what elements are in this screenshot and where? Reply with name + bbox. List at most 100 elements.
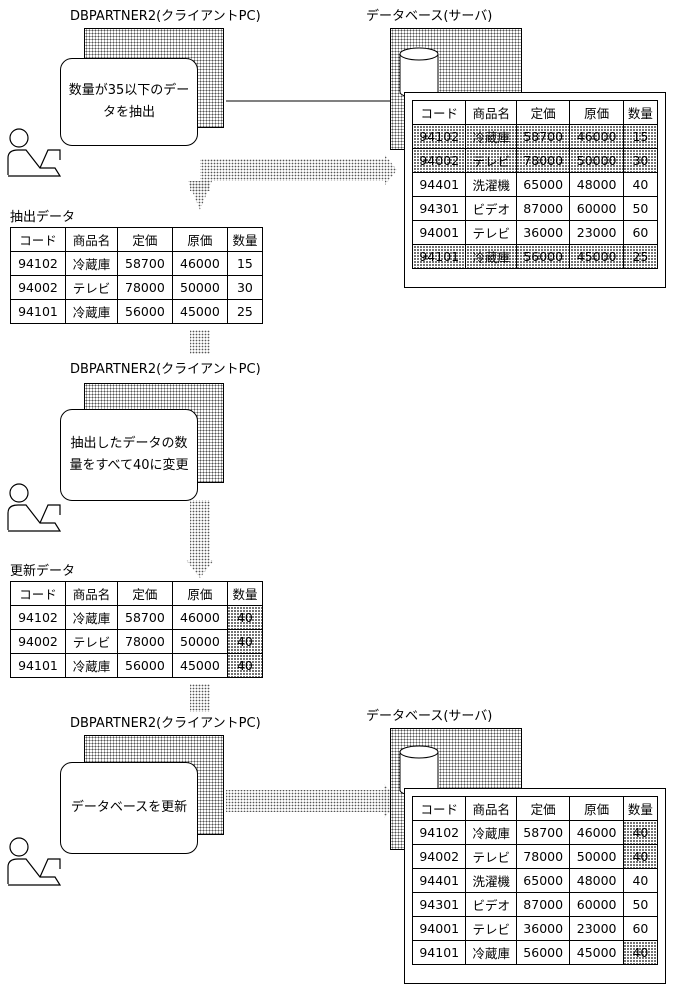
updated-title: 更新データ: [10, 564, 76, 579]
table-cell: 56000: [116, 299, 173, 324]
table-cell: 40: [622, 844, 659, 869]
table-cell: 48000: [569, 172, 624, 197]
table-header-row: コード商品名定価原価数量: [411, 100, 659, 125]
table-cell: 94401: [411, 868, 467, 893]
table-cell: 50000: [171, 629, 228, 654]
table-cell: 23000: [569, 220, 624, 245]
table-cell: 78000: [515, 844, 571, 869]
table-cell: 60000: [569, 196, 624, 221]
server-label-2: データベース(サーバ): [366, 709, 493, 724]
table-cell: 40: [622, 868, 659, 893]
table-cell: 冷蔵庫: [64, 605, 118, 630]
table-cell: 冷蔵庫: [64, 299, 118, 324]
column-header: コード: [411, 796, 467, 821]
client-label-3: DBPARTNER2(クライアントPC): [70, 716, 261, 731]
table-cell: 36000: [515, 916, 571, 941]
table-cell: テレビ: [64, 629, 118, 654]
table-cell: 23000: [569, 916, 624, 941]
table-cell: 87000: [515, 892, 571, 917]
table-cell: 洗濯機: [465, 172, 517, 197]
table-cell: 94101: [10, 299, 66, 324]
table-cell: 洗濯機: [465, 868, 517, 893]
table-cell: 58700: [116, 605, 173, 630]
table-cell: テレビ: [465, 148, 517, 173]
table-cell: 94101: [411, 940, 467, 965]
table-header-row: コード商品名定価原価数量: [10, 227, 264, 252]
flow-band-2: [190, 500, 210, 560]
table-cell: 冷蔵庫: [64, 251, 118, 276]
table-cell: 94002: [411, 844, 467, 869]
table-cell: 冷蔵庫: [465, 124, 517, 149]
table-cell: 94101: [10, 653, 66, 678]
column-header: 定価: [515, 796, 571, 821]
column-header: 数量: [226, 227, 264, 252]
table-cell: テレビ: [465, 916, 517, 941]
flow-band-3: [190, 684, 210, 712]
column-header: コード: [10, 581, 66, 606]
table-cell: 94102: [10, 251, 66, 276]
column-header: 数量: [622, 100, 659, 125]
table-cell: 60000: [569, 892, 624, 917]
table-cell: 36000: [515, 220, 571, 245]
return-band: [200, 159, 385, 181]
table-cell: 45000: [171, 653, 228, 678]
column-header: 原価: [569, 100, 624, 125]
screen-2-line-2: 量をすべて40に変更: [69, 458, 189, 473]
screen-3-line-1: データベースを更新: [70, 800, 188, 815]
screen-2-line-1: 抽出したデータの数: [70, 436, 188, 451]
table-cell: 40: [622, 940, 659, 965]
column-header: コード: [10, 227, 66, 252]
update-band: [226, 790, 386, 812]
column-header: 原価: [171, 581, 228, 606]
column-header: コード: [411, 100, 467, 125]
person-icon-3: [7, 837, 62, 886]
column-header: 定価: [116, 227, 173, 252]
table-cell: 87000: [515, 196, 571, 221]
table-cell: 40: [622, 820, 659, 845]
table-cell: 94401: [411, 172, 467, 197]
table-cell: 56000: [515, 244, 571, 269]
table-cell: 15: [622, 124, 659, 149]
column-header: 原価: [171, 227, 228, 252]
flow-band-1: [190, 330, 210, 354]
screen-1: 数量が35以下のデータを抽出: [60, 58, 198, 146]
table-cell: 50000: [569, 844, 624, 869]
table-cell: 40: [226, 605, 264, 630]
table-cell: 65000: [515, 868, 571, 893]
screen-1-line-1: 数量が35以下のデー: [68, 83, 190, 98]
table-cell: 94102: [10, 605, 66, 630]
column-header: 定価: [515, 100, 571, 125]
column-header: 商品名: [465, 796, 517, 821]
table-cell: ビデオ: [465, 892, 517, 917]
table-cell: 78000: [116, 275, 173, 300]
column-header: 定価: [116, 581, 173, 606]
table-cell: 40: [622, 172, 659, 197]
table-cell: 48000: [569, 868, 624, 893]
table-cell: 15: [226, 251, 264, 276]
table-cell: 冷蔵庫: [465, 940, 517, 965]
table-cell: 94001: [411, 916, 467, 941]
table-cell: 60: [622, 916, 659, 941]
table-cell: 50000: [171, 275, 228, 300]
screen-3: データベースを更新: [60, 762, 198, 854]
table-cell: 冷蔵庫: [465, 244, 517, 269]
table-cell: 60: [622, 220, 659, 245]
table-cell: 25: [226, 299, 264, 324]
column-header: 数量: [226, 581, 264, 606]
extracted-title: 抽出データ: [10, 210, 76, 225]
flow-arrowhead-2: [186, 560, 214, 578]
column-header: 商品名: [64, 227, 118, 252]
screen-2: 抽出したデータの数量をすべて40に変更: [60, 409, 198, 501]
table-cell: 94102: [411, 820, 467, 845]
